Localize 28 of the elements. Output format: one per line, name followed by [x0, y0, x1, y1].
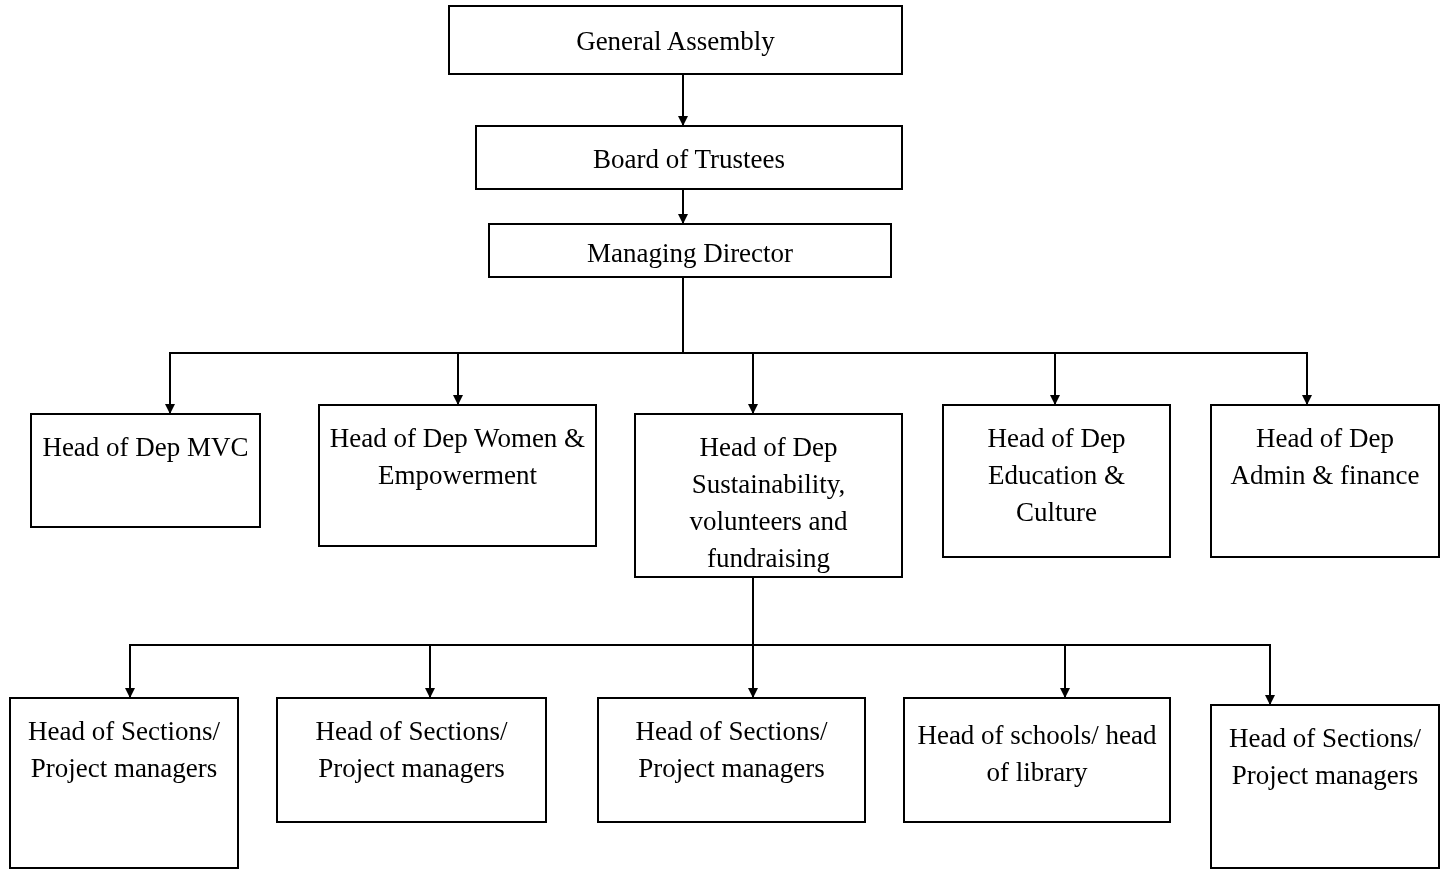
org-box	[276, 697, 547, 823]
org-box	[634, 413, 903, 578]
box-label: Head of Sections/ Project managers	[27, 715, 221, 785]
box-label: General Assembly	[576, 25, 775, 58]
org-box	[448, 5, 903, 75]
box-label: Head of Dep Education & Culture	[986, 422, 1127, 529]
org-box	[1210, 704, 1440, 869]
org-box	[475, 125, 903, 190]
box-label: Head of Sections/ Project managers	[634, 715, 829, 785]
box-label: Head of Sections/ Project managers	[1228, 722, 1422, 792]
box-label: Head of Sections/ Project managers	[314, 715, 509, 785]
org-box	[903, 697, 1171, 823]
org-box	[318, 404, 597, 547]
box-label: Board of Trustees	[593, 143, 785, 176]
org-box	[1210, 404, 1440, 558]
arrow	[678, 189, 688, 224]
box-label: Head of Dep Sustainability, volunteers and fundraising	[688, 431, 849, 575]
box-label: Head of Dep Women & Empowerment	[328, 422, 587, 492]
box-label: Head of schools/ head of library	[916, 719, 1158, 789]
org-box	[30, 413, 261, 528]
box-label: Managing Director	[586, 237, 794, 270]
org-box	[488, 223, 892, 278]
arrow	[678, 74, 688, 126]
org-box	[9, 697, 239, 869]
box-label: Head of Dep Admin & finance	[1229, 422, 1421, 492]
org-box	[597, 697, 866, 823]
org-box	[942, 404, 1171, 558]
box-label: Head of Dep MVC	[42, 431, 249, 464]
